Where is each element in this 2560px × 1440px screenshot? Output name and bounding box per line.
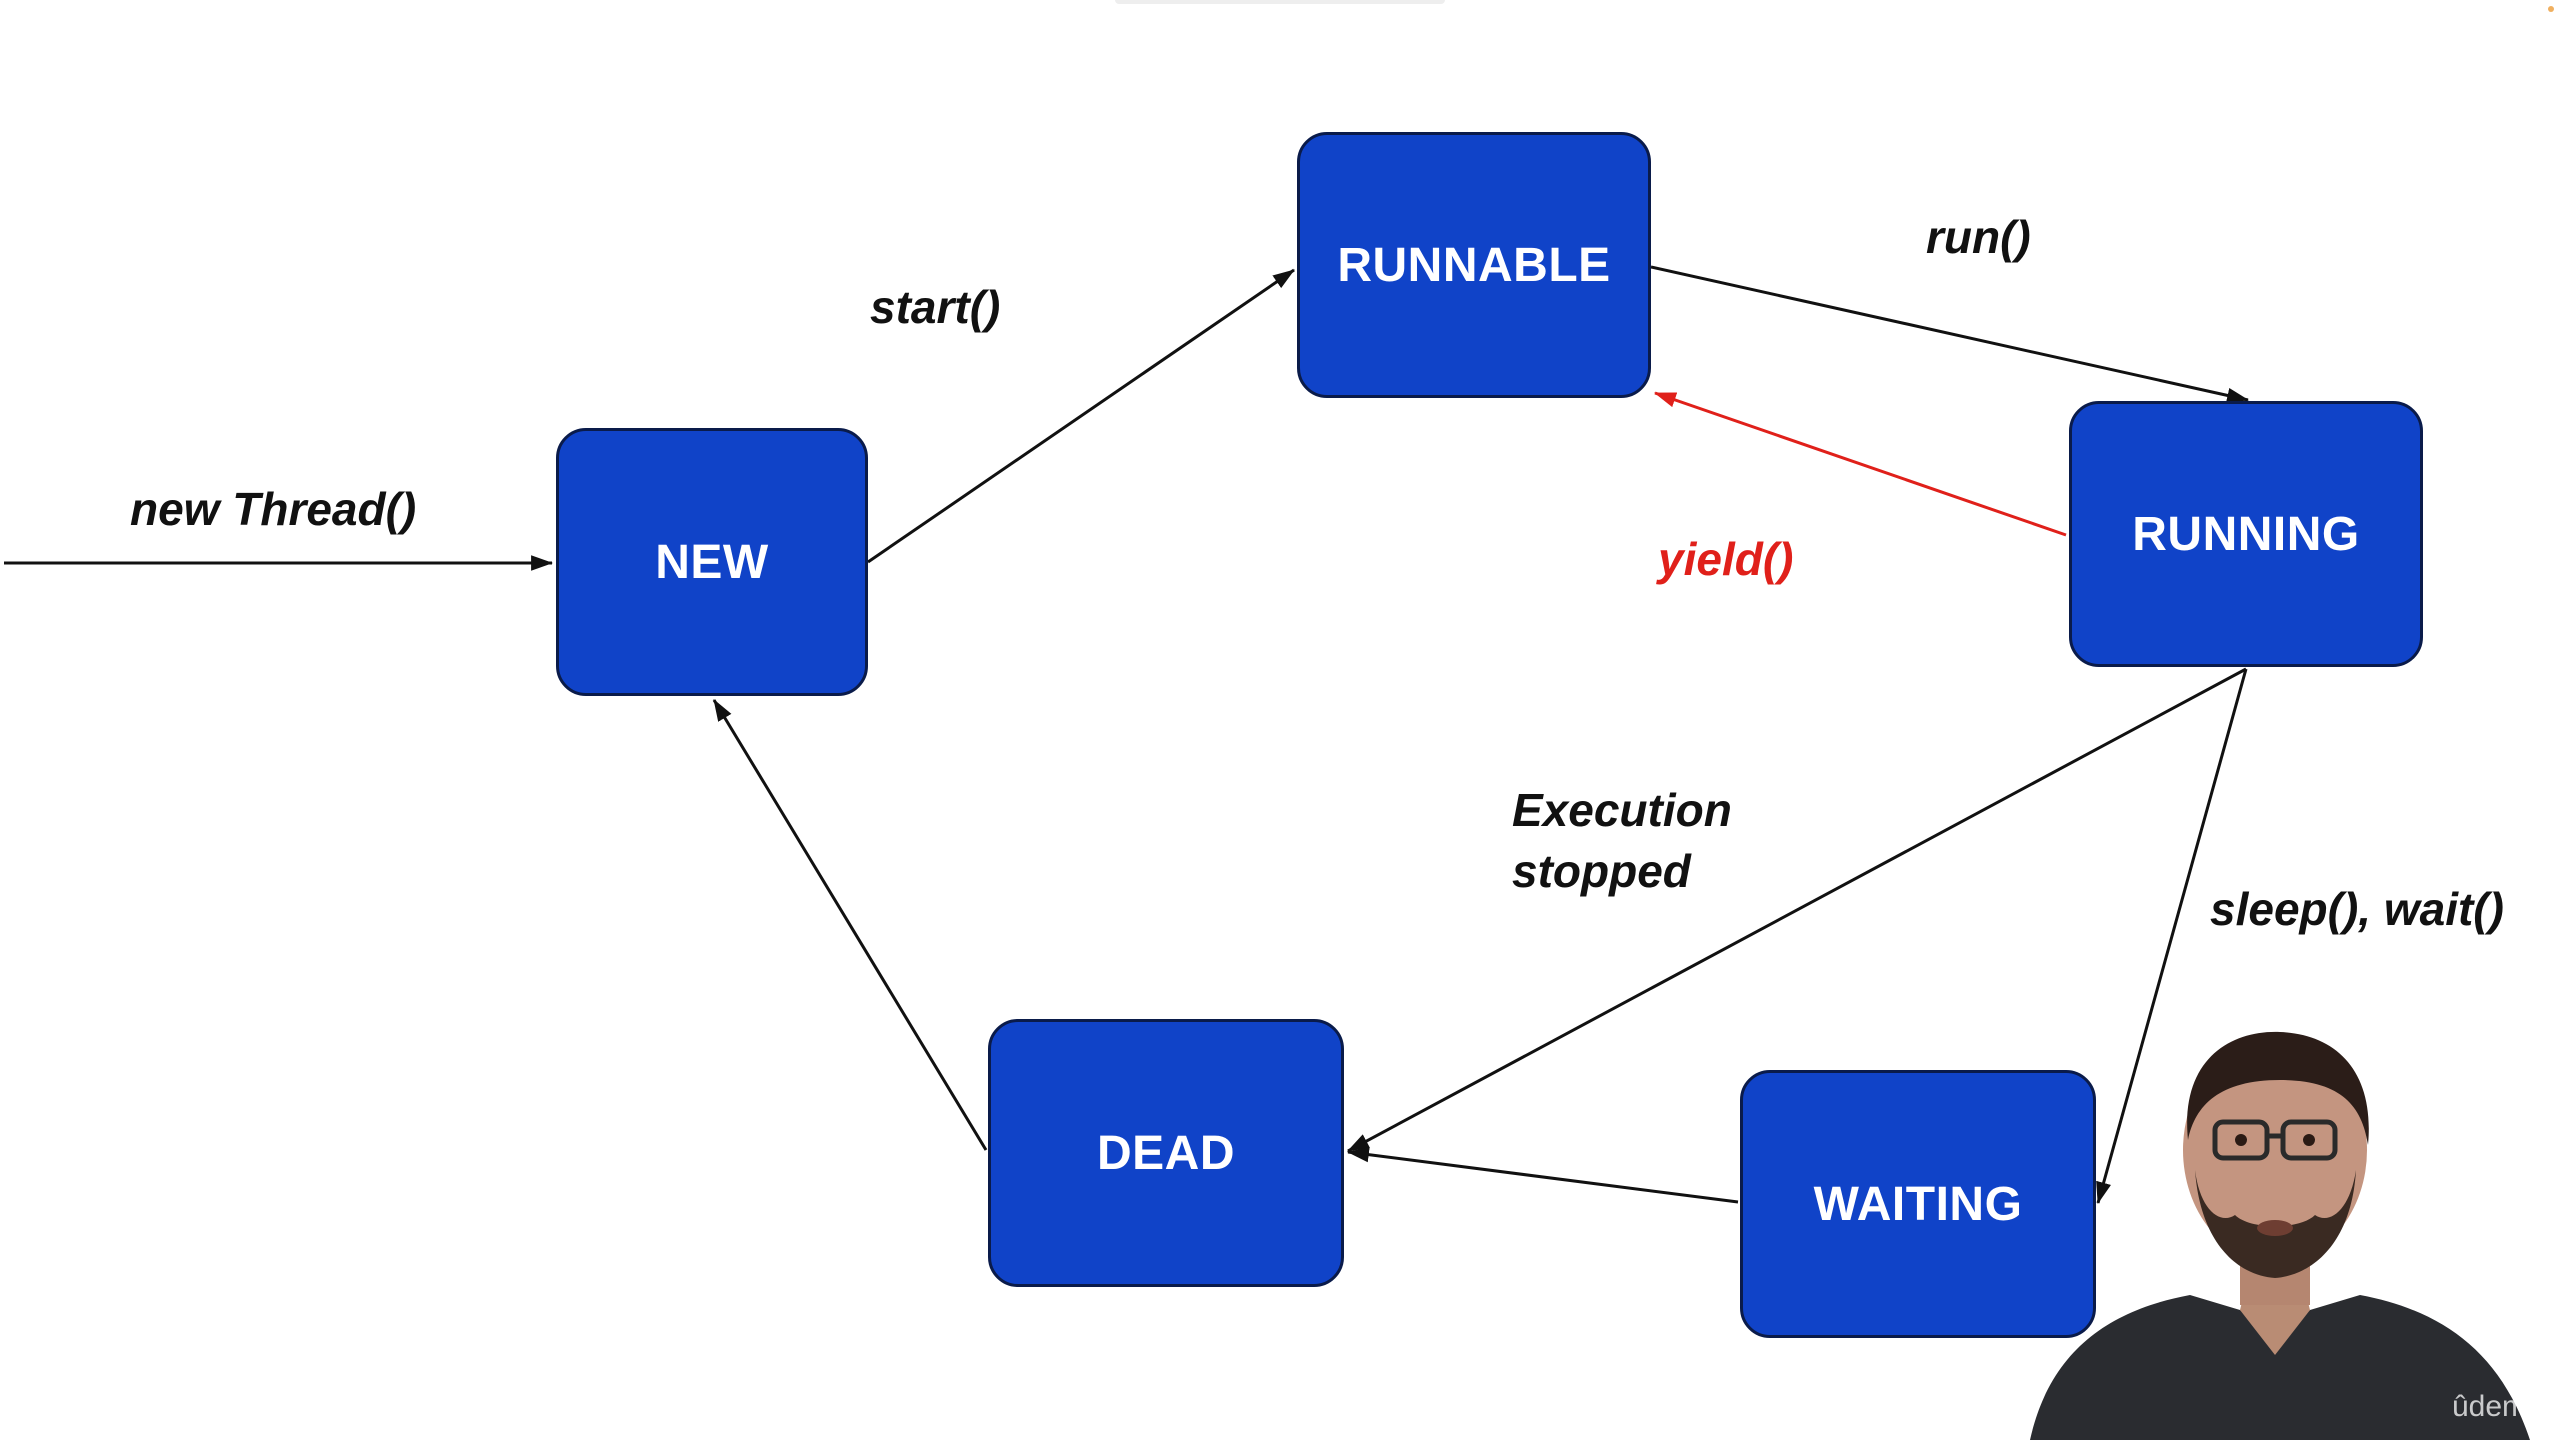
presenter-illustration [2030,1031,2530,1440]
state-runnable-label: RUNNABLE [1337,238,1611,292]
label-yield: yield() [1658,533,1794,585]
watermark-logo: ûdemy [2451,1390,2542,1423]
arrow-dead-to-new [712,699,988,1151]
label-execution-stopped: Execution stopped [1512,780,1732,902]
state-runnable: RUNNABLE [1297,132,1651,398]
label-sleep-wait: sleep(), wait() [2210,883,2504,935]
state-dead: DEAD [988,1019,1344,1287]
arrow-run [1650,265,2250,403]
state-new: NEW [556,428,868,696]
state-running-label: RUNNING [2132,507,2360,561]
arrow-execution-stopped [1347,667,2247,1153]
arrow-yield [1653,391,2067,537]
label-start: start() [870,281,1001,333]
state-running: RUNNING [2069,401,2423,667]
label-execution-line1: Execution [1512,784,1732,836]
state-new-label: NEW [655,535,769,589]
state-waiting: WAITING [1740,1070,2096,1338]
top-progress-bar [1115,0,1445,4]
label-execution-line2: stopped [1512,845,1691,898]
presenter-webcam: ûdemy [1990,1010,2560,1440]
label-new-thread: new Thread() [130,483,417,535]
state-waiting-label: WAITING [1813,1177,2023,1231]
state-dead-label: DEAD [1096,1126,1235,1180]
arrow-sleep-wait [2096,668,2248,1205]
label-run: run() [1926,211,2031,263]
corner-indicator [2548,6,2554,12]
arrow-waiting-to-dead [1346,1147,1739,1204]
arrow-start [867,268,1295,564]
